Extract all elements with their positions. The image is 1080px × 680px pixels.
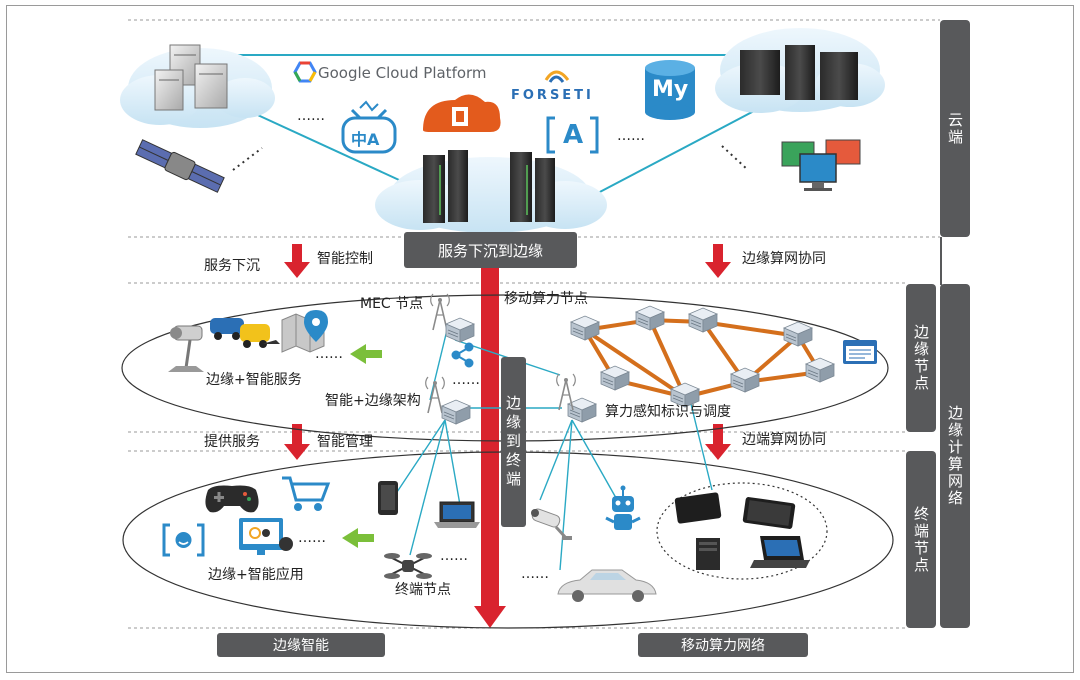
datacenter-icon	[375, 150, 607, 233]
server-cloud-icon	[120, 44, 275, 128]
text-ai-label: 中A	[351, 130, 380, 149]
edge-intelligence-banner: 边缘智能	[217, 633, 385, 657]
cart-icon	[282, 476, 331, 511]
browser-icon	[843, 340, 877, 364]
smart-management-label: 智能管理	[317, 434, 373, 450]
ellipsis-edge-2: ……	[452, 372, 480, 388]
tablet-icon	[674, 492, 796, 529]
mysql-label: My	[652, 77, 689, 102]
mobile-compute-node-label: 移动算力节点	[504, 291, 588, 307]
laptop-large-icon	[750, 536, 810, 568]
green-arrow-icon	[342, 344, 382, 548]
service-sink-banner: 服务下沉到边缘	[404, 232, 577, 268]
mobile-computing-network-banner: 移动算力网络	[638, 633, 808, 657]
face-icon	[162, 523, 205, 557]
a-bracket-label: A	[563, 120, 584, 150]
ellipsis-terminal-1: ……	[298, 530, 326, 546]
google-cloud-logo: Google Cloud Platform	[318, 64, 487, 82]
robot-icon	[605, 485, 641, 530]
monitors-icon	[781, 139, 861, 191]
satellite-icon	[135, 139, 225, 193]
share-icon	[451, 342, 474, 368]
car-sedan-icon	[557, 569, 657, 602]
text-ai-icon	[341, 100, 397, 154]
edge-compute-net-coop-label: 边缘算网协同	[742, 251, 826, 267]
datacenter-cloud-icon	[715, 28, 885, 113]
service-down-label: 服务下沉	[204, 258, 260, 274]
phone-icon	[378, 481, 398, 515]
small-red-arrows	[284, 244, 731, 460]
edge-smart-app-label: 边缘+智能应用	[208, 567, 304, 583]
edge-end-compute-net-coop-label: 边端算网协同	[742, 432, 826, 448]
ellipsis-edge-1: ……	[315, 346, 343, 362]
edge-links	[394, 329, 713, 571]
edge-smart-service-label: 边缘+智能服务	[206, 372, 302, 388]
ellipsis-cloud-2: ……	[617, 128, 645, 144]
car-icon	[210, 318, 280, 348]
smart-control-label: 智能控制	[317, 251, 373, 267]
office-icon	[423, 94, 501, 132]
edge-node-layer-bar: 边缘节点	[906, 284, 936, 432]
pc-tower-icon	[696, 538, 720, 570]
map-icon	[281, 310, 328, 353]
camera-icon	[168, 325, 204, 372]
drone-icon	[384, 553, 432, 579]
provide-service-label: 提供服务	[204, 434, 260, 450]
gamepad-icon	[205, 485, 259, 513]
terminal-node-layer-bar: 终端节点	[906, 451, 936, 628]
device-group-ellipse	[656, 482, 828, 580]
mec-node-label: MEC 节点	[360, 296, 424, 312]
laptop-icon	[434, 501, 480, 528]
compute-sense-label: 算力感知标识与调度	[605, 404, 731, 420]
cloud-layer-bar: 云端	[940, 20, 970, 237]
ellipsis-terminal-3: ……	[521, 566, 549, 582]
smart-edge-arch-label: 智能+边缘架构	[325, 393, 421, 409]
server-node-icon	[441, 317, 475, 425]
smart-screen-icon	[239, 518, 293, 555]
google-cloud-logo-icon	[293, 61, 317, 83]
ellipsis-cloud-1: ……	[297, 108, 325, 124]
ellipsis-terminal-2: ……	[440, 548, 468, 564]
forseti-logo: FORSETI	[511, 88, 594, 103]
mysql-icon	[645, 60, 695, 120]
terminal-node-label: 终端节点	[395, 582, 451, 598]
forseti-logo-icon	[544, 70, 570, 83]
edge-computing-network-bar: 边缘计算网络	[940, 284, 970, 628]
cloud-dots	[232, 145, 749, 171]
a-bracket-icon	[546, 116, 599, 154]
security-camera-icon	[531, 508, 572, 540]
edge-to-terminal-banner: 边缘到终端	[501, 357, 526, 527]
